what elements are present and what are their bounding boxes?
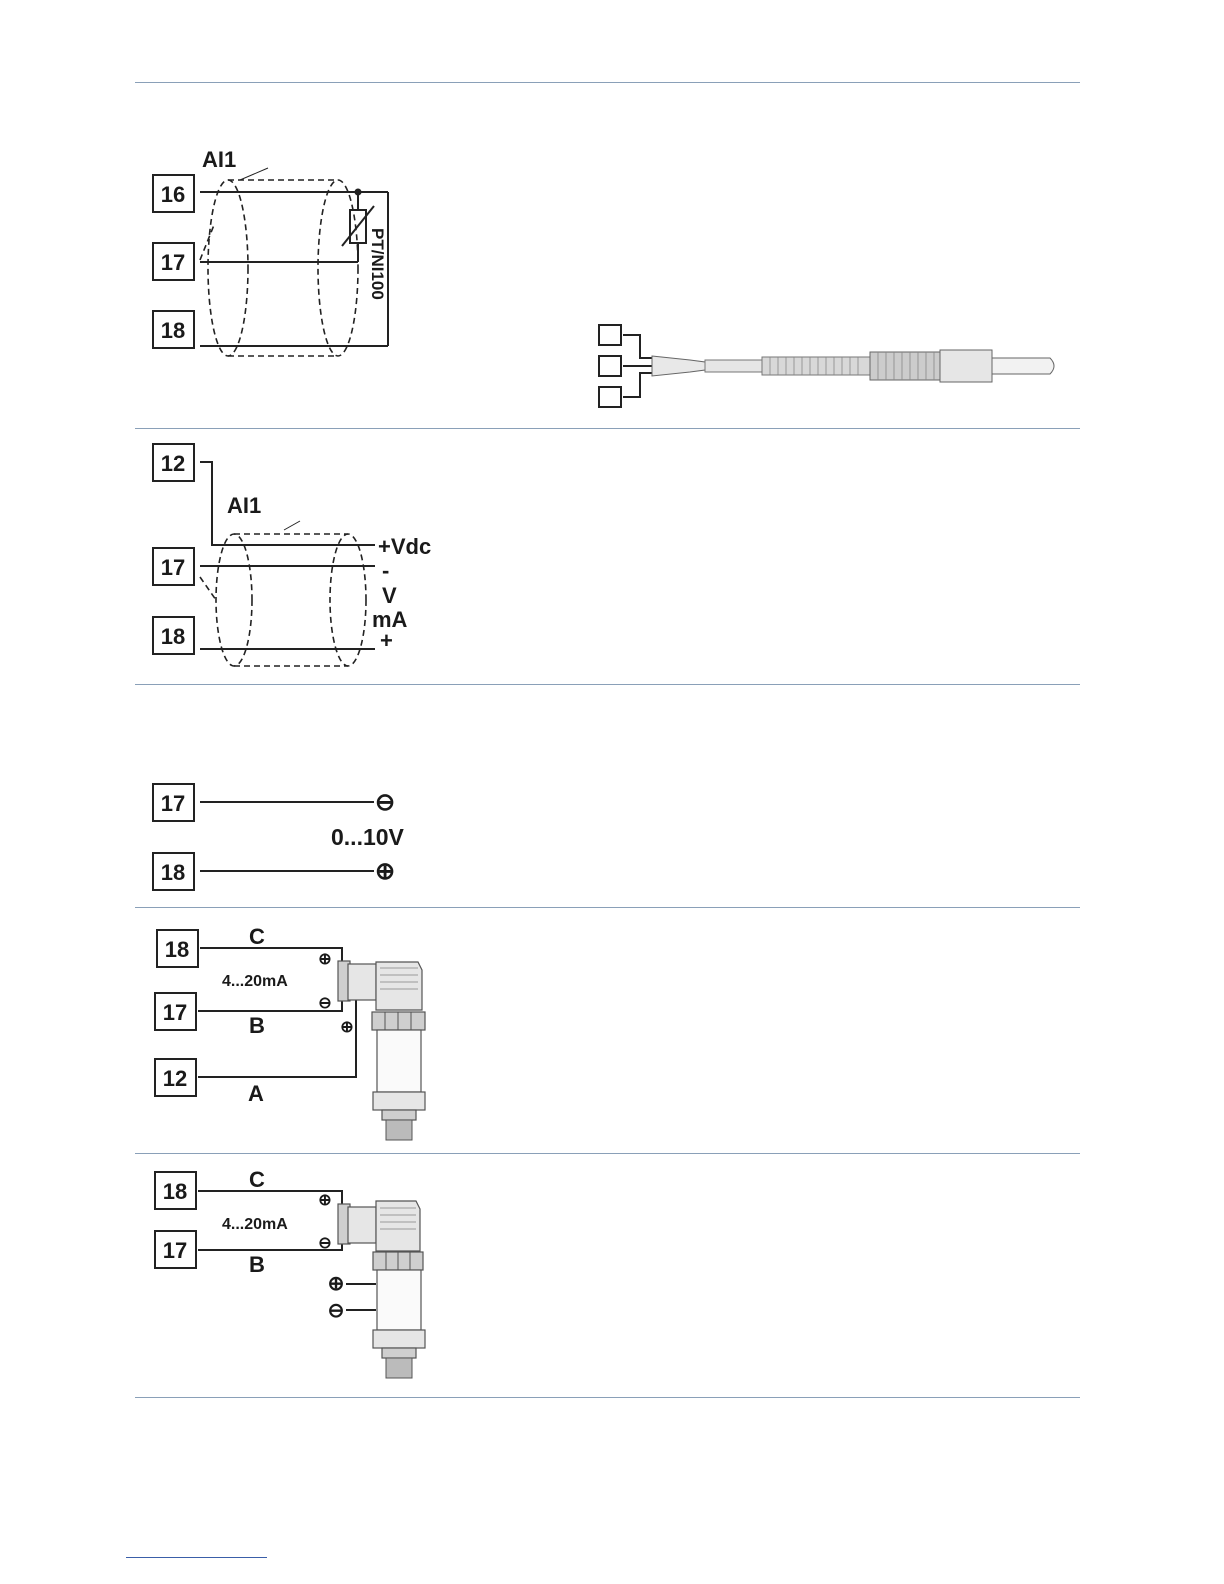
- pressure-transmitter-illustration: [338, 961, 425, 1140]
- zero-ten-volt-diagram: 17 18 ⊖ ⊕ 0...10V: [153, 784, 405, 890]
- terminal-18-label: 18: [161, 624, 185, 649]
- range-label: 4...20mA: [222, 1216, 288, 1233]
- pressure-transmitter-illustration: [338, 1201, 425, 1378]
- transmitter-body: [377, 1270, 421, 1330]
- minus-label: -: [382, 558, 389, 583]
- terminal-16-label: 16: [161, 182, 185, 207]
- probe-tip: [992, 358, 1054, 374]
- wire-label-b: B: [249, 1252, 265, 1277]
- plus-symbol: ⊕: [318, 1192, 331, 1209]
- terminal-17-label: 17: [163, 1238, 187, 1263]
- plus-symbol: ⊕: [328, 1273, 345, 1295]
- plus-symbol: ⊕: [318, 951, 331, 968]
- minus-symbol: ⊖: [328, 1300, 345, 1322]
- range-label: 0...10V: [331, 824, 405, 850]
- cable-shield: [208, 180, 248, 356]
- plus-symbol: ⊕: [340, 1019, 353, 1036]
- ai1-label: AI1: [202, 147, 236, 172]
- terminal-17-label: 17: [161, 791, 185, 816]
- v-label: V: [382, 583, 397, 608]
- thread: [386, 1120, 412, 1140]
- ai1-pointer: [240, 168, 268, 180]
- supply-label: +Vdc: [378, 534, 431, 559]
- plus-label: +: [380, 628, 393, 653]
- wire-label-b: B: [249, 1013, 265, 1038]
- sensor-label: PT/NI100: [368, 228, 387, 300]
- minus-symbol: ⊖: [318, 995, 331, 1012]
- minus-symbol: ⊖: [318, 1235, 331, 1252]
- voltage-current-diagram: 12 17 18 AI1 +Vdc - V mA +: [153, 444, 431, 666]
- terminal-17-label: 17: [161, 250, 185, 275]
- ai1-pointer: [284, 521, 300, 530]
- plus-symbol: ⊕: [375, 858, 395, 885]
- three-wire-transmitter-diagram: 18 17 12 C B A 4...20mA ⊕ ⊖ ⊕: [155, 924, 425, 1140]
- terminal-12-label: 12: [161, 451, 185, 476]
- thread: [386, 1358, 412, 1378]
- terminal-18-label: 18: [163, 1179, 187, 1204]
- wire-label-a: A: [248, 1081, 264, 1106]
- terminal-12-label: 12: [163, 1066, 187, 1091]
- rtd-probe-illustration: [599, 325, 1054, 407]
- cable-shield: [216, 534, 252, 666]
- transmitter-body: [377, 1030, 421, 1092]
- terminal-17-label: 17: [163, 1000, 187, 1025]
- minus-symbol: ⊖: [375, 789, 395, 816]
- terminal-18-label: 18: [161, 318, 185, 343]
- rtd-diagram: AI1 16 17 18 PT/NI100: [153, 147, 1054, 407]
- wire-label-c: C: [249, 924, 265, 949]
- terminal-18-label: 18: [161, 860, 185, 885]
- wire-label-c: C: [249, 1167, 265, 1192]
- two-wire-transmitter-diagram: 18 17 C B 4...20mA ⊕ ⊖ ⊕ ⊖: [155, 1167, 425, 1378]
- ai1-label: AI1: [227, 493, 261, 518]
- terminal-17-label: 17: [161, 555, 185, 580]
- terminal-18-label: 18: [165, 937, 189, 962]
- wire-a: [198, 985, 356, 1077]
- range-label: 4...20mA: [222, 973, 288, 990]
